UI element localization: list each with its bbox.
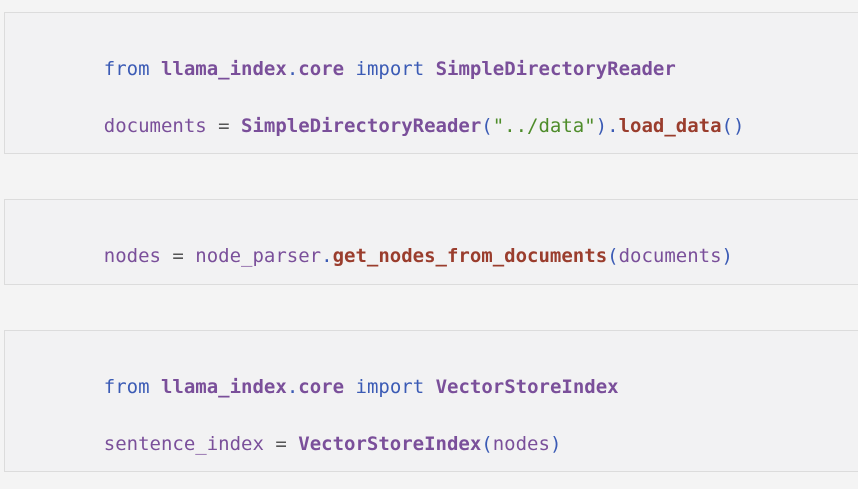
module-name: llama_index: [160, 376, 287, 398]
module-name: llama_index: [160, 58, 287, 80]
class-name: VectorStoreIndex: [435, 376, 619, 398]
code-line: documents = SimpleDirectoryReader("../da…: [103, 115, 745, 137]
keyword-from: from: [103, 58, 150, 80]
function-name: get_nodes_from_documents: [332, 245, 608, 267]
code-block-import-reader[interactable]: from llama_index.core import SimpleDirec…: [4, 12, 858, 154]
variable: nodes: [492, 433, 550, 455]
class-name: SimpleDirectoryReader: [241, 115, 482, 137]
variable: documents: [103, 115, 207, 137]
keyword-import: import: [355, 376, 425, 398]
function-name: load_data: [618, 115, 722, 137]
code-line: from llama_index.core import SimpleDirec…: [103, 58, 676, 80]
code-block-vector-index[interactable]: from llama_index.core import VectorStore…: [4, 330, 858, 472]
string-literal: "../data": [492, 115, 596, 137]
variable: documents: [618, 245, 722, 267]
code-block-parse-nodes[interactable]: nodes = node_parser.get_nodes_from_docum…: [4, 199, 858, 285]
variable: nodes: [103, 245, 161, 267]
keyword-from: from: [103, 376, 150, 398]
class-name: SimpleDirectoryReader: [435, 58, 676, 80]
code-line: from llama_index.core import VectorStore…: [103, 376, 619, 398]
variable: node_parser: [195, 245, 322, 267]
code-line: nodes = node_parser.get_nodes_from_docum…: [103, 245, 733, 267]
variable: sentence_index: [103, 433, 264, 455]
module-name: core: [298, 58, 345, 80]
class-name: VectorStoreIndex: [298, 433, 482, 455]
keyword-import: import: [355, 58, 425, 80]
module-name: core: [298, 376, 345, 398]
code-line: sentence_index = VectorStoreIndex(nodes): [103, 433, 562, 455]
